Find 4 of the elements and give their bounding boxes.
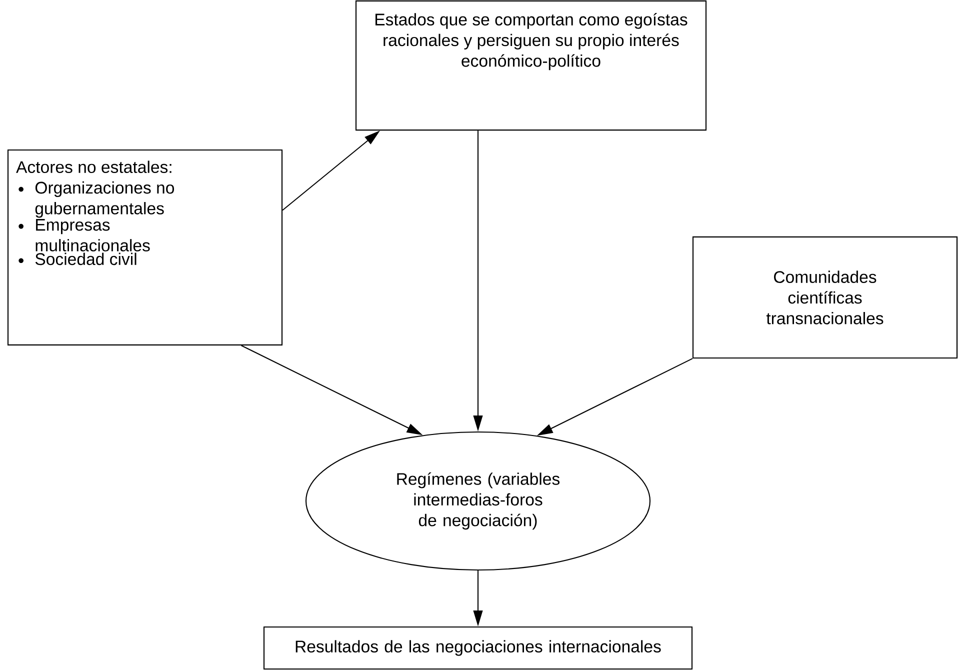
- text-box: Resultados de las negociaciones internacionales: [263, 626, 693, 670]
- text-box: Estados que se comportan como egoístas racionales y persiguen su propio interés económico-político: [355, 0, 707, 131]
- text-box: Actores no estatales: Organizaciones no gubernamentales Empresas multinacionales Sociedad civil: [7, 150, 283, 346]
- text-box: Comunidades científicas transnacionales: [692, 236, 958, 359]
